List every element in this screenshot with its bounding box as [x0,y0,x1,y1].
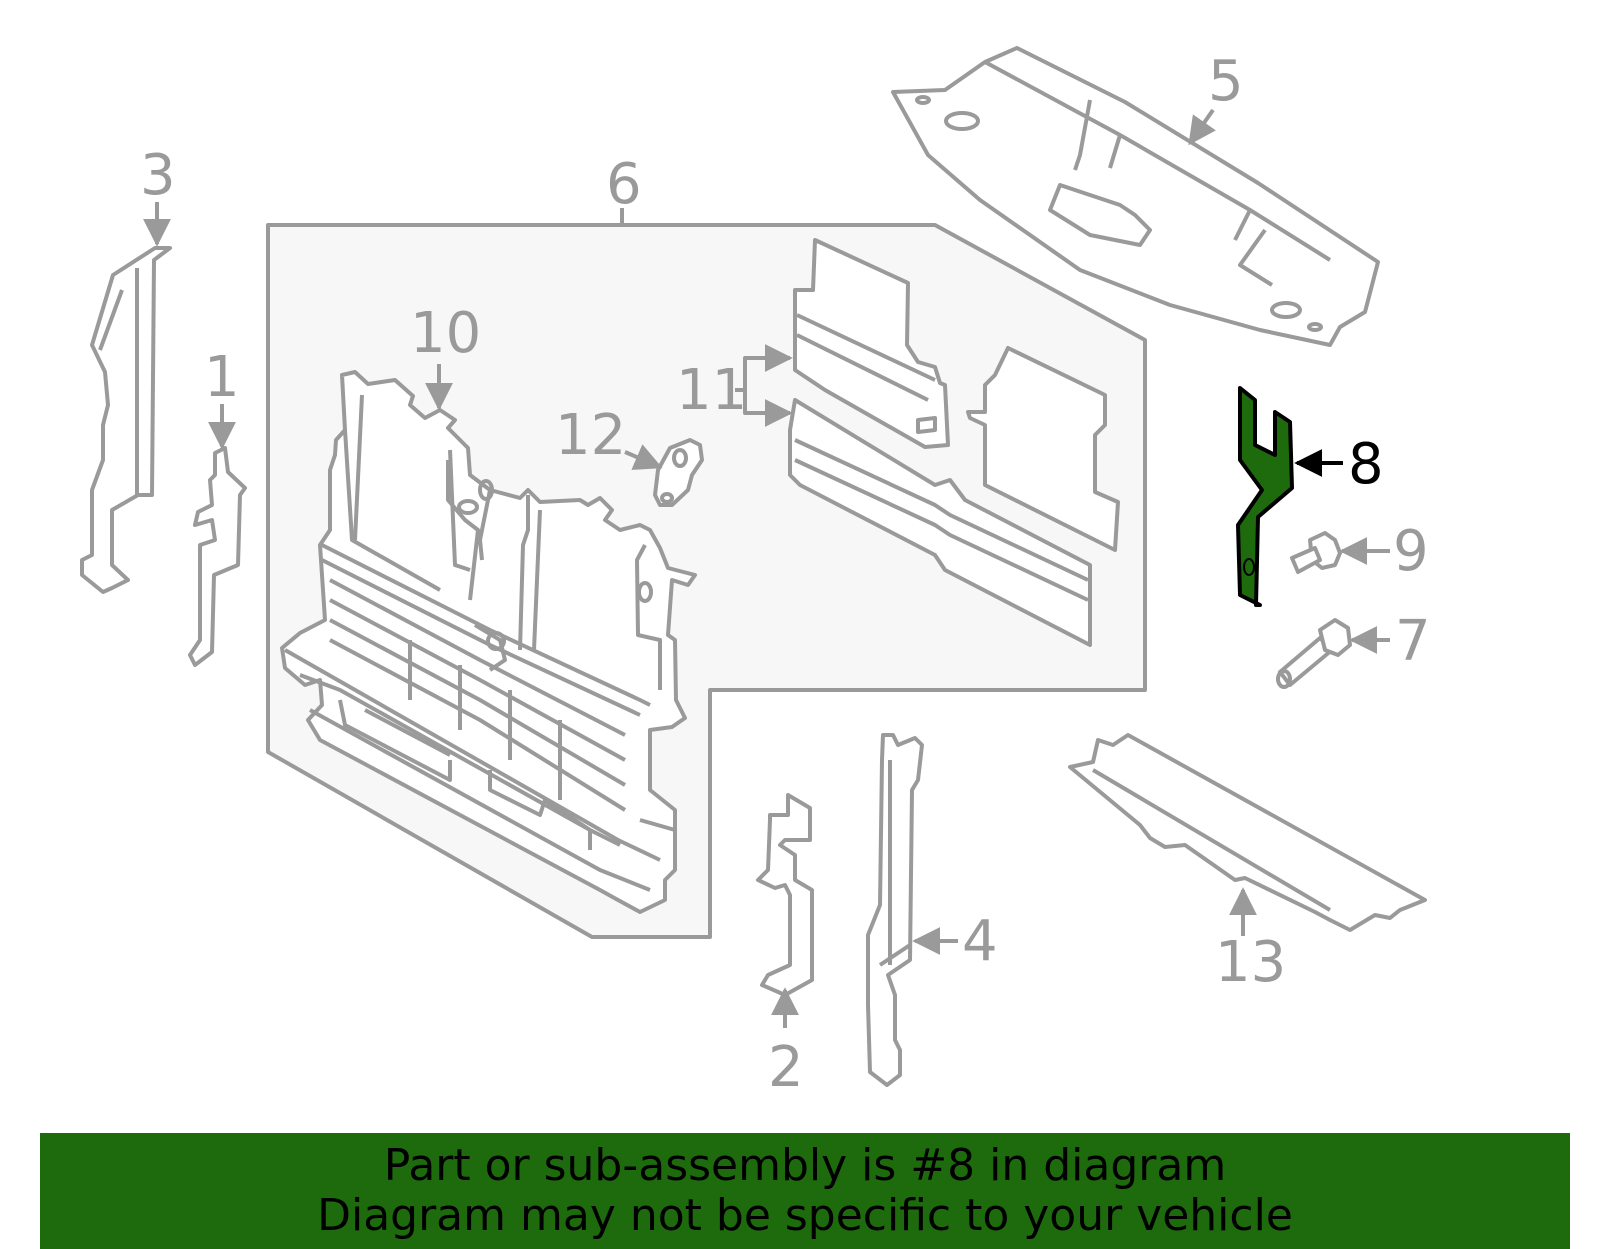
part-12-clip [653,438,704,507]
callout-6: 6 [606,152,642,217]
callout-1: 1 [204,345,240,410]
part-11-shutter-right [966,346,1120,552]
banner-line-2: Diagram may not be specific to your vehi… [317,1190,1293,1241]
callout-5: 5 [1208,49,1244,114]
part-13-deflector [1068,733,1427,932]
part-4-bracket [866,733,924,1087]
part-10-grille [280,370,697,914]
banner-background [40,1133,1570,1249]
part-1-bracket [188,446,247,667]
part-11-shutter-bottom [788,398,1092,647]
part-8-bracket-highlighted [1236,386,1294,607]
banner-line-1: Part or sub-assembly is #8 in diagram [383,1140,1227,1191]
part-3-bracket [80,246,172,594]
callout-3: 3 [140,143,176,208]
part-7-bolt [1276,618,1352,689]
callout-13: 13 [1215,930,1287,995]
part-2-bracket [756,793,814,997]
part-notice-banner: Part or sub-assembly is #8 in diagram Di… [40,1133,1570,1249]
callout-7: 7 [1395,609,1431,674]
callout-8: 8 [1348,432,1384,497]
part-11-shutter-left [793,238,950,449]
callout-10: 10 [410,301,482,366]
part-5-cover [891,46,1380,347]
callout-11: 11 [676,358,748,423]
part-9-clip [1290,531,1342,574]
callout-2: 2 [768,1035,804,1100]
callout-9: 9 [1393,519,1429,584]
callout-4: 4 [962,909,998,974]
callout-12: 12 [555,403,627,468]
